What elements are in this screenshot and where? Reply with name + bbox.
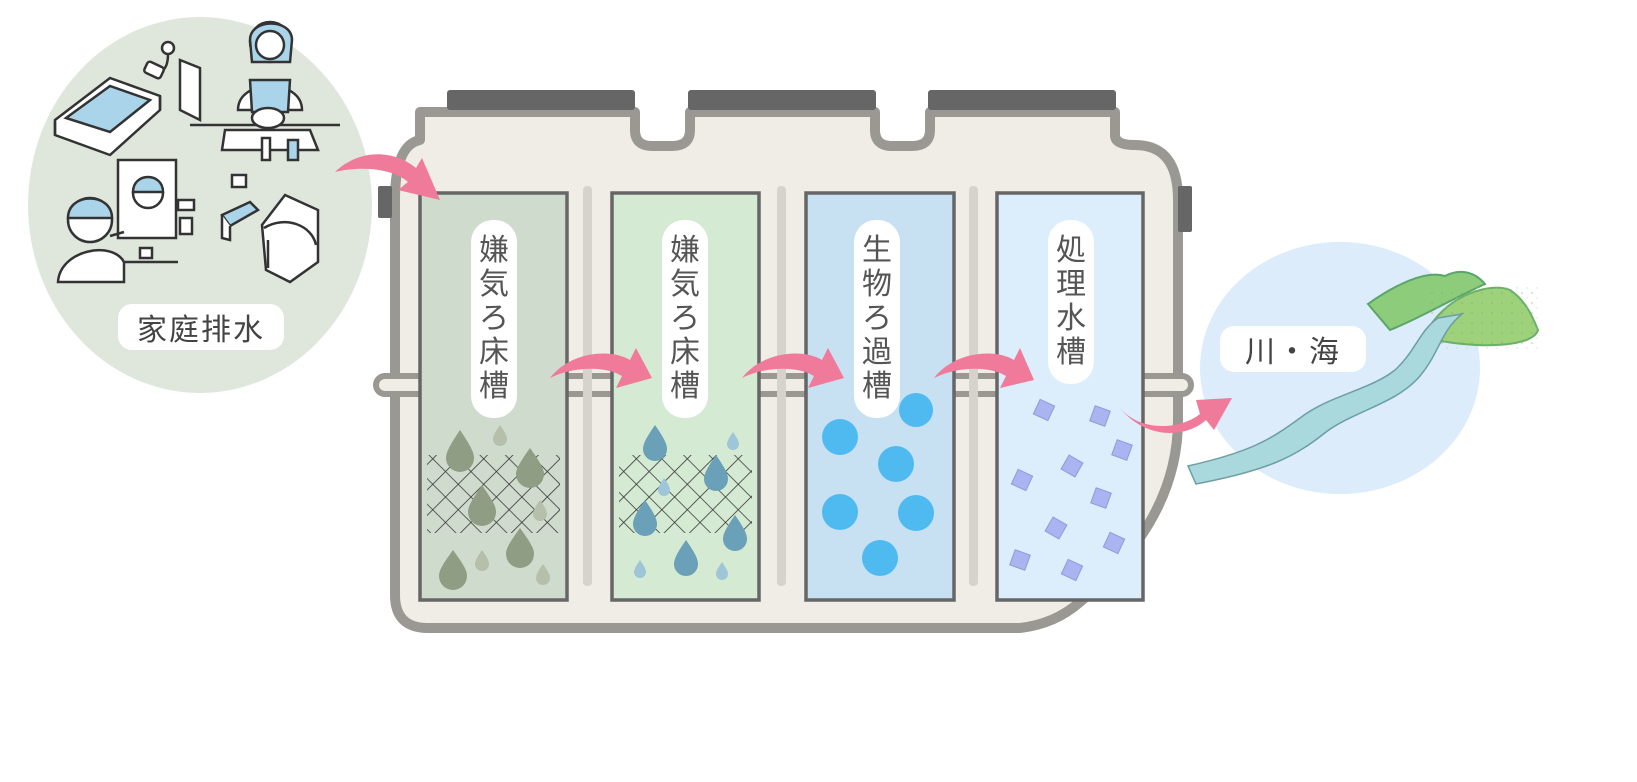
droplets-2 <box>633 425 747 580</box>
person-washing-icon <box>190 20 340 162</box>
microbes <box>822 393 934 576</box>
label-char: 過 <box>862 335 892 370</box>
manhole-lid-2 <box>688 90 876 110</box>
arrow-in <box>335 154 440 200</box>
label-char: 槽 <box>670 369 700 404</box>
baffle-2 <box>777 186 786 586</box>
label-char: 生 <box>862 233 892 268</box>
label-char: 物 <box>862 267 892 302</box>
label-char: 床 <box>479 335 509 370</box>
chamber-label-anaerobic-2: 嫌 気 ろ 床 槽 <box>662 220 708 418</box>
person-brushing-icon <box>56 158 196 284</box>
outlet-nub <box>1178 186 1192 232</box>
dirty-droplets-1 <box>439 425 550 590</box>
destination-label: 川・海 <box>1220 326 1366 372</box>
septic-tank <box>373 90 1194 633</box>
label-char: 処 <box>1056 233 1086 268</box>
chamber-label-biofilter: 生 物 ろ 過 槽 <box>854 220 900 418</box>
flow-arrows <box>335 154 1232 433</box>
manhole-lid-1 <box>447 90 635 110</box>
manhole-lid-3 <box>928 90 1116 110</box>
label-char: 床 <box>670 335 700 370</box>
label-char: 気 <box>670 267 700 302</box>
clean-crystals <box>1009 398 1133 582</box>
label-char: 槽 <box>1056 335 1086 370</box>
river <box>1186 312 1465 485</box>
label-char: 水 <box>1056 301 1086 336</box>
arrow-3-4 <box>934 348 1034 388</box>
inlet-nub <box>378 186 392 218</box>
shower-icon <box>143 40 202 123</box>
label-char: 槽 <box>479 369 509 404</box>
chamber-label-treated: 処 理 水 槽 <box>1048 220 1094 384</box>
chamber-label-anaerobic-1: 嫌 気 ろ 床 槽 <box>471 220 517 418</box>
source-label: 家庭排水 <box>118 304 284 350</box>
label-char: 槽 <box>862 369 892 404</box>
label-char: 嫌 <box>479 233 509 268</box>
arrow-1-2 <box>550 348 652 388</box>
label-char: ろ <box>862 301 892 336</box>
arrow-out <box>1120 398 1232 433</box>
bathtub-icon <box>53 76 162 157</box>
river-scene <box>1186 270 1540 485</box>
label-char: 嫌 <box>670 233 700 268</box>
baffle-1 <box>583 186 592 586</box>
baffle-3 <box>969 186 978 586</box>
label-char: ろ <box>479 301 509 336</box>
household-scene <box>28 17 372 393</box>
label-char: 理 <box>1056 267 1086 302</box>
label-char: 気 <box>479 267 509 302</box>
arrow-2-3 <box>742 348 844 388</box>
toilet-icon <box>220 173 320 284</box>
label-char: ろ <box>670 301 700 336</box>
